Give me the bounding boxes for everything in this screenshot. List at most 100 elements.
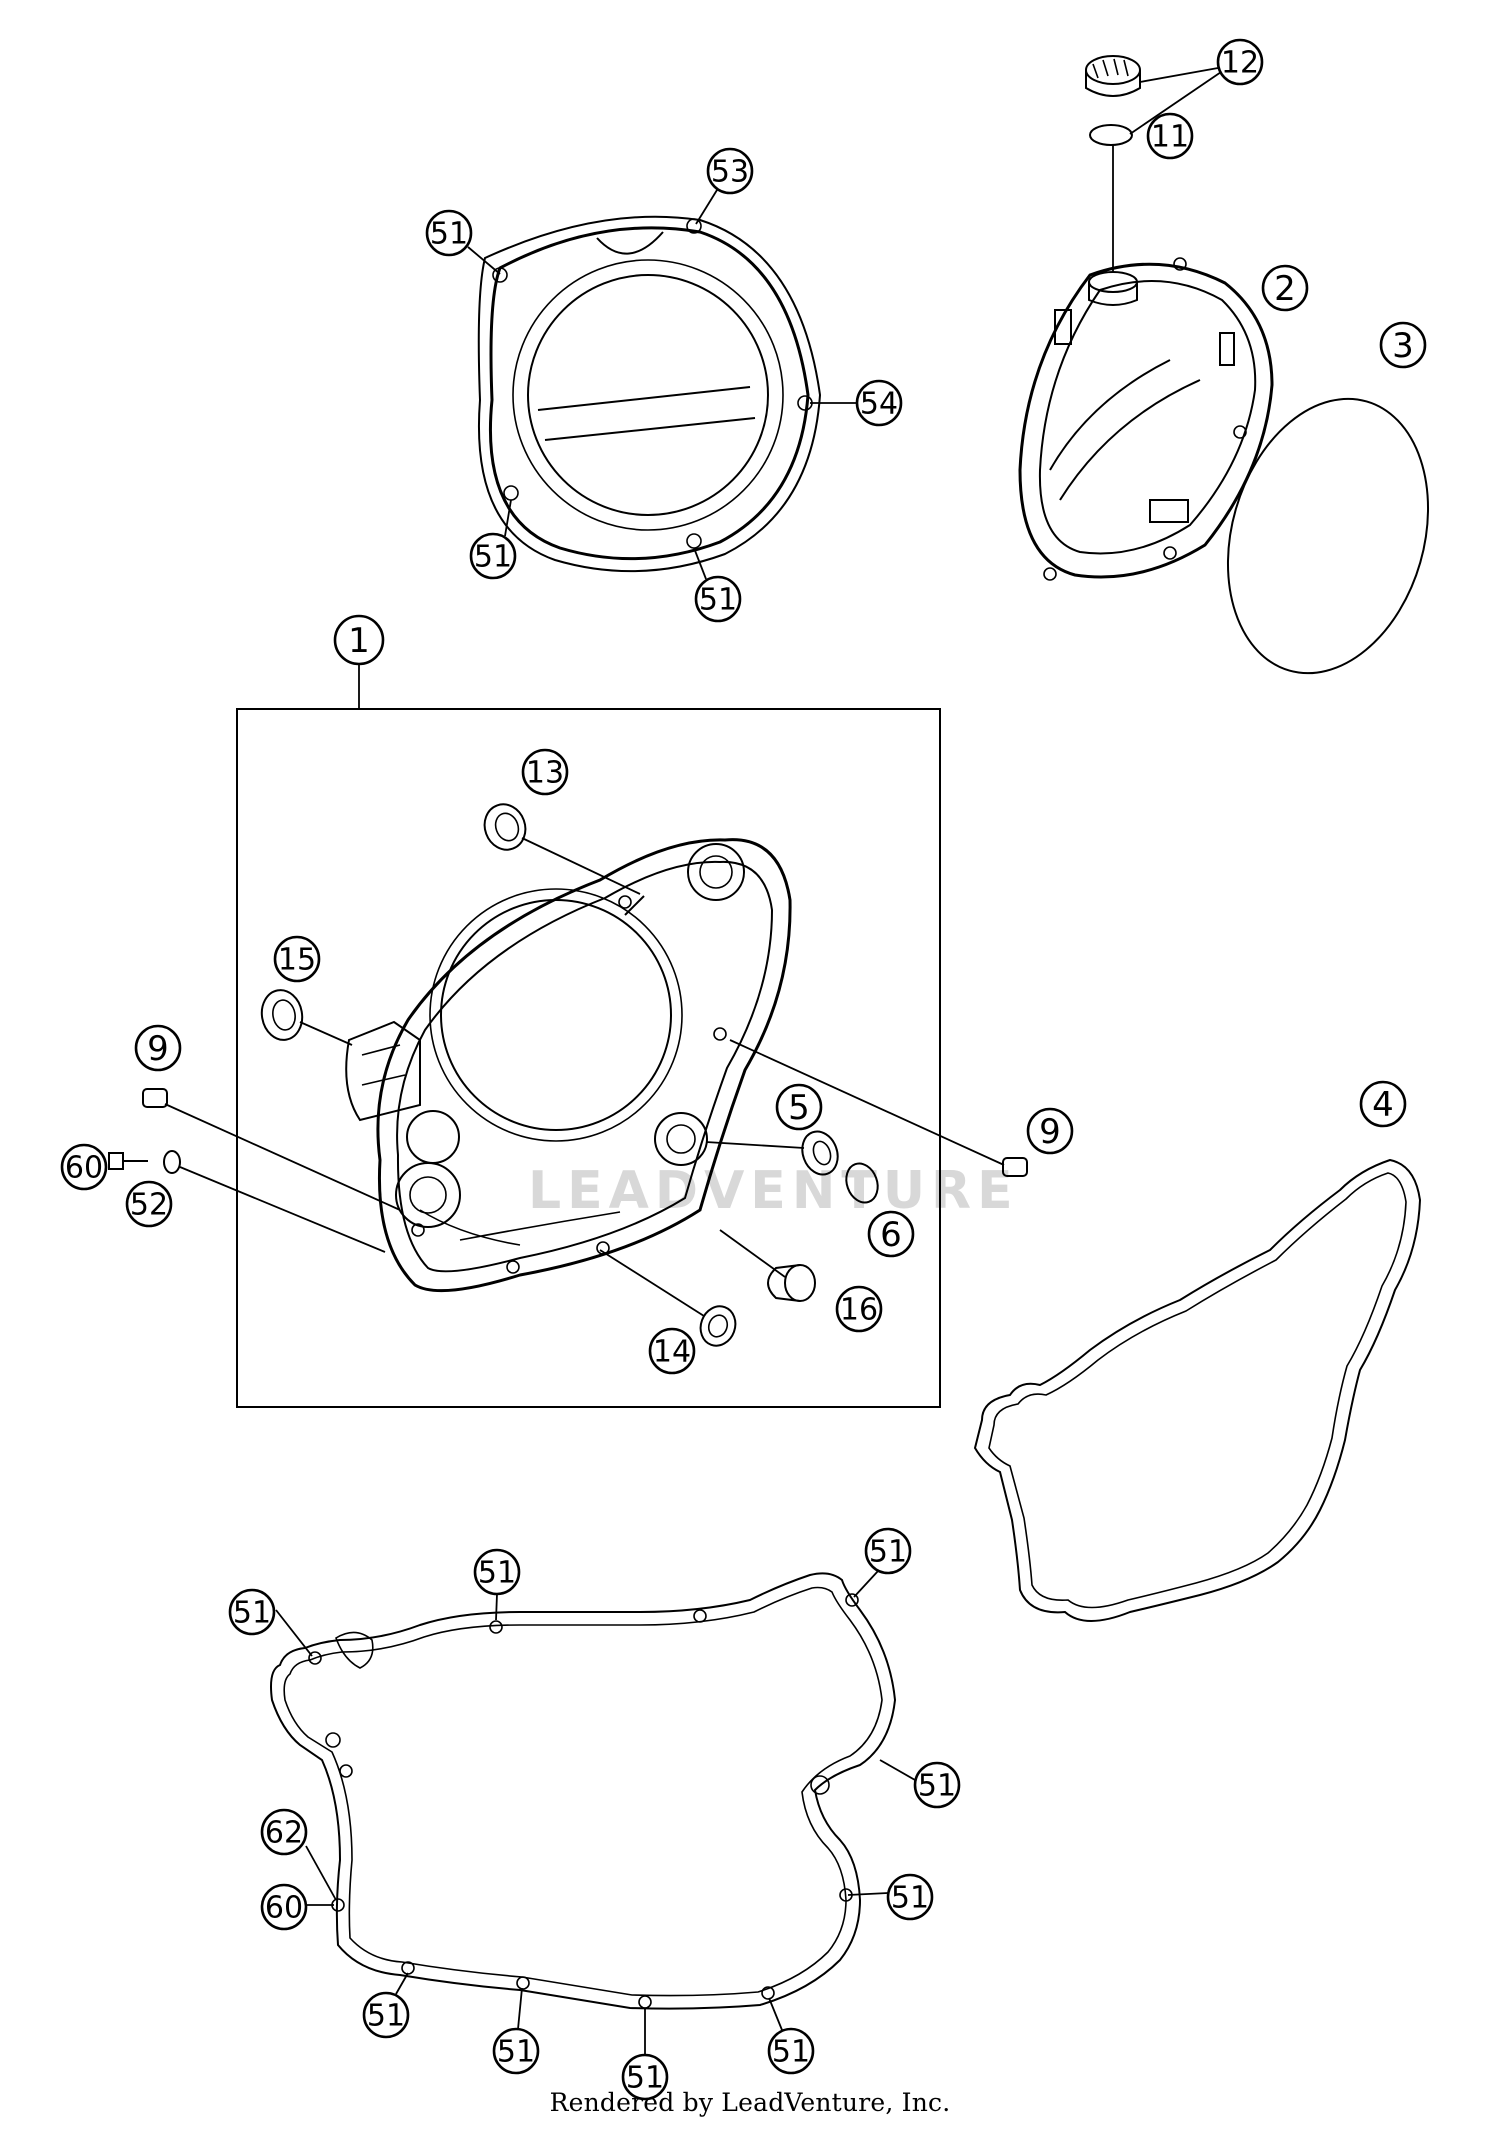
- callout-number: 53: [711, 155, 749, 190]
- callout-circle: [706, 147, 754, 195]
- callout-c-1: 1: [333, 614, 385, 666]
- callout-number: 60: [265, 1891, 303, 1926]
- callout-circle: [1379, 321, 1427, 369]
- callout-circle: [473, 1548, 521, 1596]
- callout-c-51-i: 51: [362, 1991, 410, 2039]
- callout-circle: [425, 209, 473, 257]
- callout-c-51-b: 51: [469, 532, 517, 580]
- callout-c-51-k: 51: [767, 2027, 815, 2075]
- callout-number: 14: [653, 1335, 691, 1370]
- bushing-16: [767, 1264, 816, 1302]
- callout-number: 2: [1274, 269, 1296, 309]
- callout-c-51-h: 51: [886, 1873, 934, 1921]
- callout-c-51-g: 51: [913, 1761, 961, 1809]
- callout-circle: [886, 1873, 934, 1921]
- callout-c-51-c: 51: [694, 575, 742, 623]
- callout-circle: [333, 614, 385, 666]
- callout-c-53: 53: [706, 147, 754, 195]
- render-credit: Rendered by LeadVenture, Inc.: [549, 2088, 951, 2117]
- shaft-seal-14: [699, 1305, 737, 1347]
- callout-number: 51: [497, 2035, 535, 2070]
- callout-number: 11: [1151, 120, 1189, 155]
- o-ring-11: [1089, 124, 1133, 146]
- callout-c-3: 3: [1379, 321, 1427, 369]
- callout-c-62: 62: [260, 1808, 308, 1856]
- callout-circle: [469, 532, 517, 580]
- callout-circle: [648, 1327, 696, 1375]
- callout-number: 4: [1372, 1085, 1394, 1125]
- callout-c-4: 4: [1359, 1080, 1407, 1128]
- callout-circle: [60, 1143, 108, 1191]
- screw-60: [108, 1152, 148, 1170]
- callout-number: 51: [367, 1999, 405, 2034]
- callout-circle: [621, 2053, 669, 2101]
- callout-circle: [260, 1808, 308, 1856]
- callout-circle: [913, 1761, 961, 1809]
- callout-c-9-b: 9: [1026, 1107, 1074, 1155]
- callout-number: 51: [918, 1769, 956, 1804]
- callout-number: 9: [147, 1029, 169, 1069]
- callout-number: 12: [1221, 46, 1259, 81]
- inner-cover-gasket: [973, 1158, 1422, 1622]
- callout-circle: [134, 1024, 182, 1072]
- callout-circle: [273, 935, 321, 983]
- callout-circle: [855, 379, 903, 427]
- callout-number: 16: [840, 1293, 878, 1328]
- callout-number: 51: [699, 583, 737, 618]
- callout-number: 51: [478, 1556, 516, 1591]
- callout-circle: [767, 2027, 815, 2075]
- callout-circle: [835, 1285, 883, 1333]
- callout-circle: [775, 1083, 823, 1131]
- clutch-cover: [1018, 257, 1274, 581]
- callout-number: 51: [891, 1881, 929, 1916]
- callout-number: 51: [626, 2061, 664, 2096]
- callout-c-16: 16: [835, 1285, 883, 1333]
- callout-c-12: 12: [1216, 38, 1264, 86]
- callout-labels: 12 11 53 51 2 3 54 51 51 1 13 15 9 4 5 9 60 52 6 16 14 51 51 51…: [60, 38, 1427, 2101]
- callout-circle: [867, 1210, 915, 1258]
- callout-number: 51: [869, 1535, 907, 1570]
- watermark: LEADVENTURE: [528, 1161, 1019, 1221]
- washer-52: [163, 1150, 181, 1174]
- callout-c-51-e: 51: [864, 1527, 912, 1575]
- callout-c-51-f: 51: [228, 1588, 276, 1636]
- outer-cover-gasket: [270, 1572, 897, 2010]
- callout-number: 9: [1039, 1112, 1061, 1152]
- callout-circle: [1146, 112, 1194, 160]
- callout-c-9-a: 9: [134, 1024, 182, 1072]
- callout-number: 52: [130, 1188, 168, 1223]
- callout-c-15: 15: [273, 935, 321, 983]
- callout-number: 54: [860, 387, 898, 422]
- callout-c-11: 11: [1146, 112, 1194, 160]
- callout-c-51-j: 51: [492, 2027, 540, 2075]
- callout-number: 1: [348, 621, 370, 661]
- callout-c-60-a: 60: [60, 1143, 108, 1191]
- bearing-5: [801, 1130, 839, 1176]
- callout-c-52-a: 52: [125, 1180, 173, 1228]
- callout-number: 15: [278, 943, 316, 978]
- callout-number: 51: [430, 217, 468, 252]
- callout-number: 51: [233, 1596, 271, 1631]
- callout-c-13: 13: [521, 748, 569, 796]
- callout-number: 13: [526, 756, 564, 791]
- callout-number: 5: [788, 1088, 810, 1128]
- callout-c-14: 14: [648, 1327, 696, 1375]
- callout-c-60-b: 60: [260, 1883, 308, 1931]
- callout-number: 6: [880, 1215, 902, 1255]
- callout-circle: [694, 575, 742, 623]
- callout-c-51-a: 51: [425, 209, 473, 257]
- callout-circle: [1216, 38, 1264, 86]
- callout-c-51-d: 51: [473, 1548, 521, 1596]
- callout-c-6: 6: [867, 1210, 915, 1258]
- cover-o-ring: [1226, 397, 1430, 675]
- assembly-box: [236, 708, 941, 1408]
- inner-clutch-cover: [345, 838, 792, 1293]
- callout-c-51-l: 51: [621, 2053, 669, 2101]
- circlip-6: [845, 1162, 879, 1204]
- callout-circle: [1359, 1080, 1407, 1128]
- callout-number: 62: [265, 1816, 303, 1851]
- callout-circle: [362, 1991, 410, 2039]
- callout-number: 51: [474, 540, 512, 575]
- callout-number: 60: [65, 1151, 103, 1186]
